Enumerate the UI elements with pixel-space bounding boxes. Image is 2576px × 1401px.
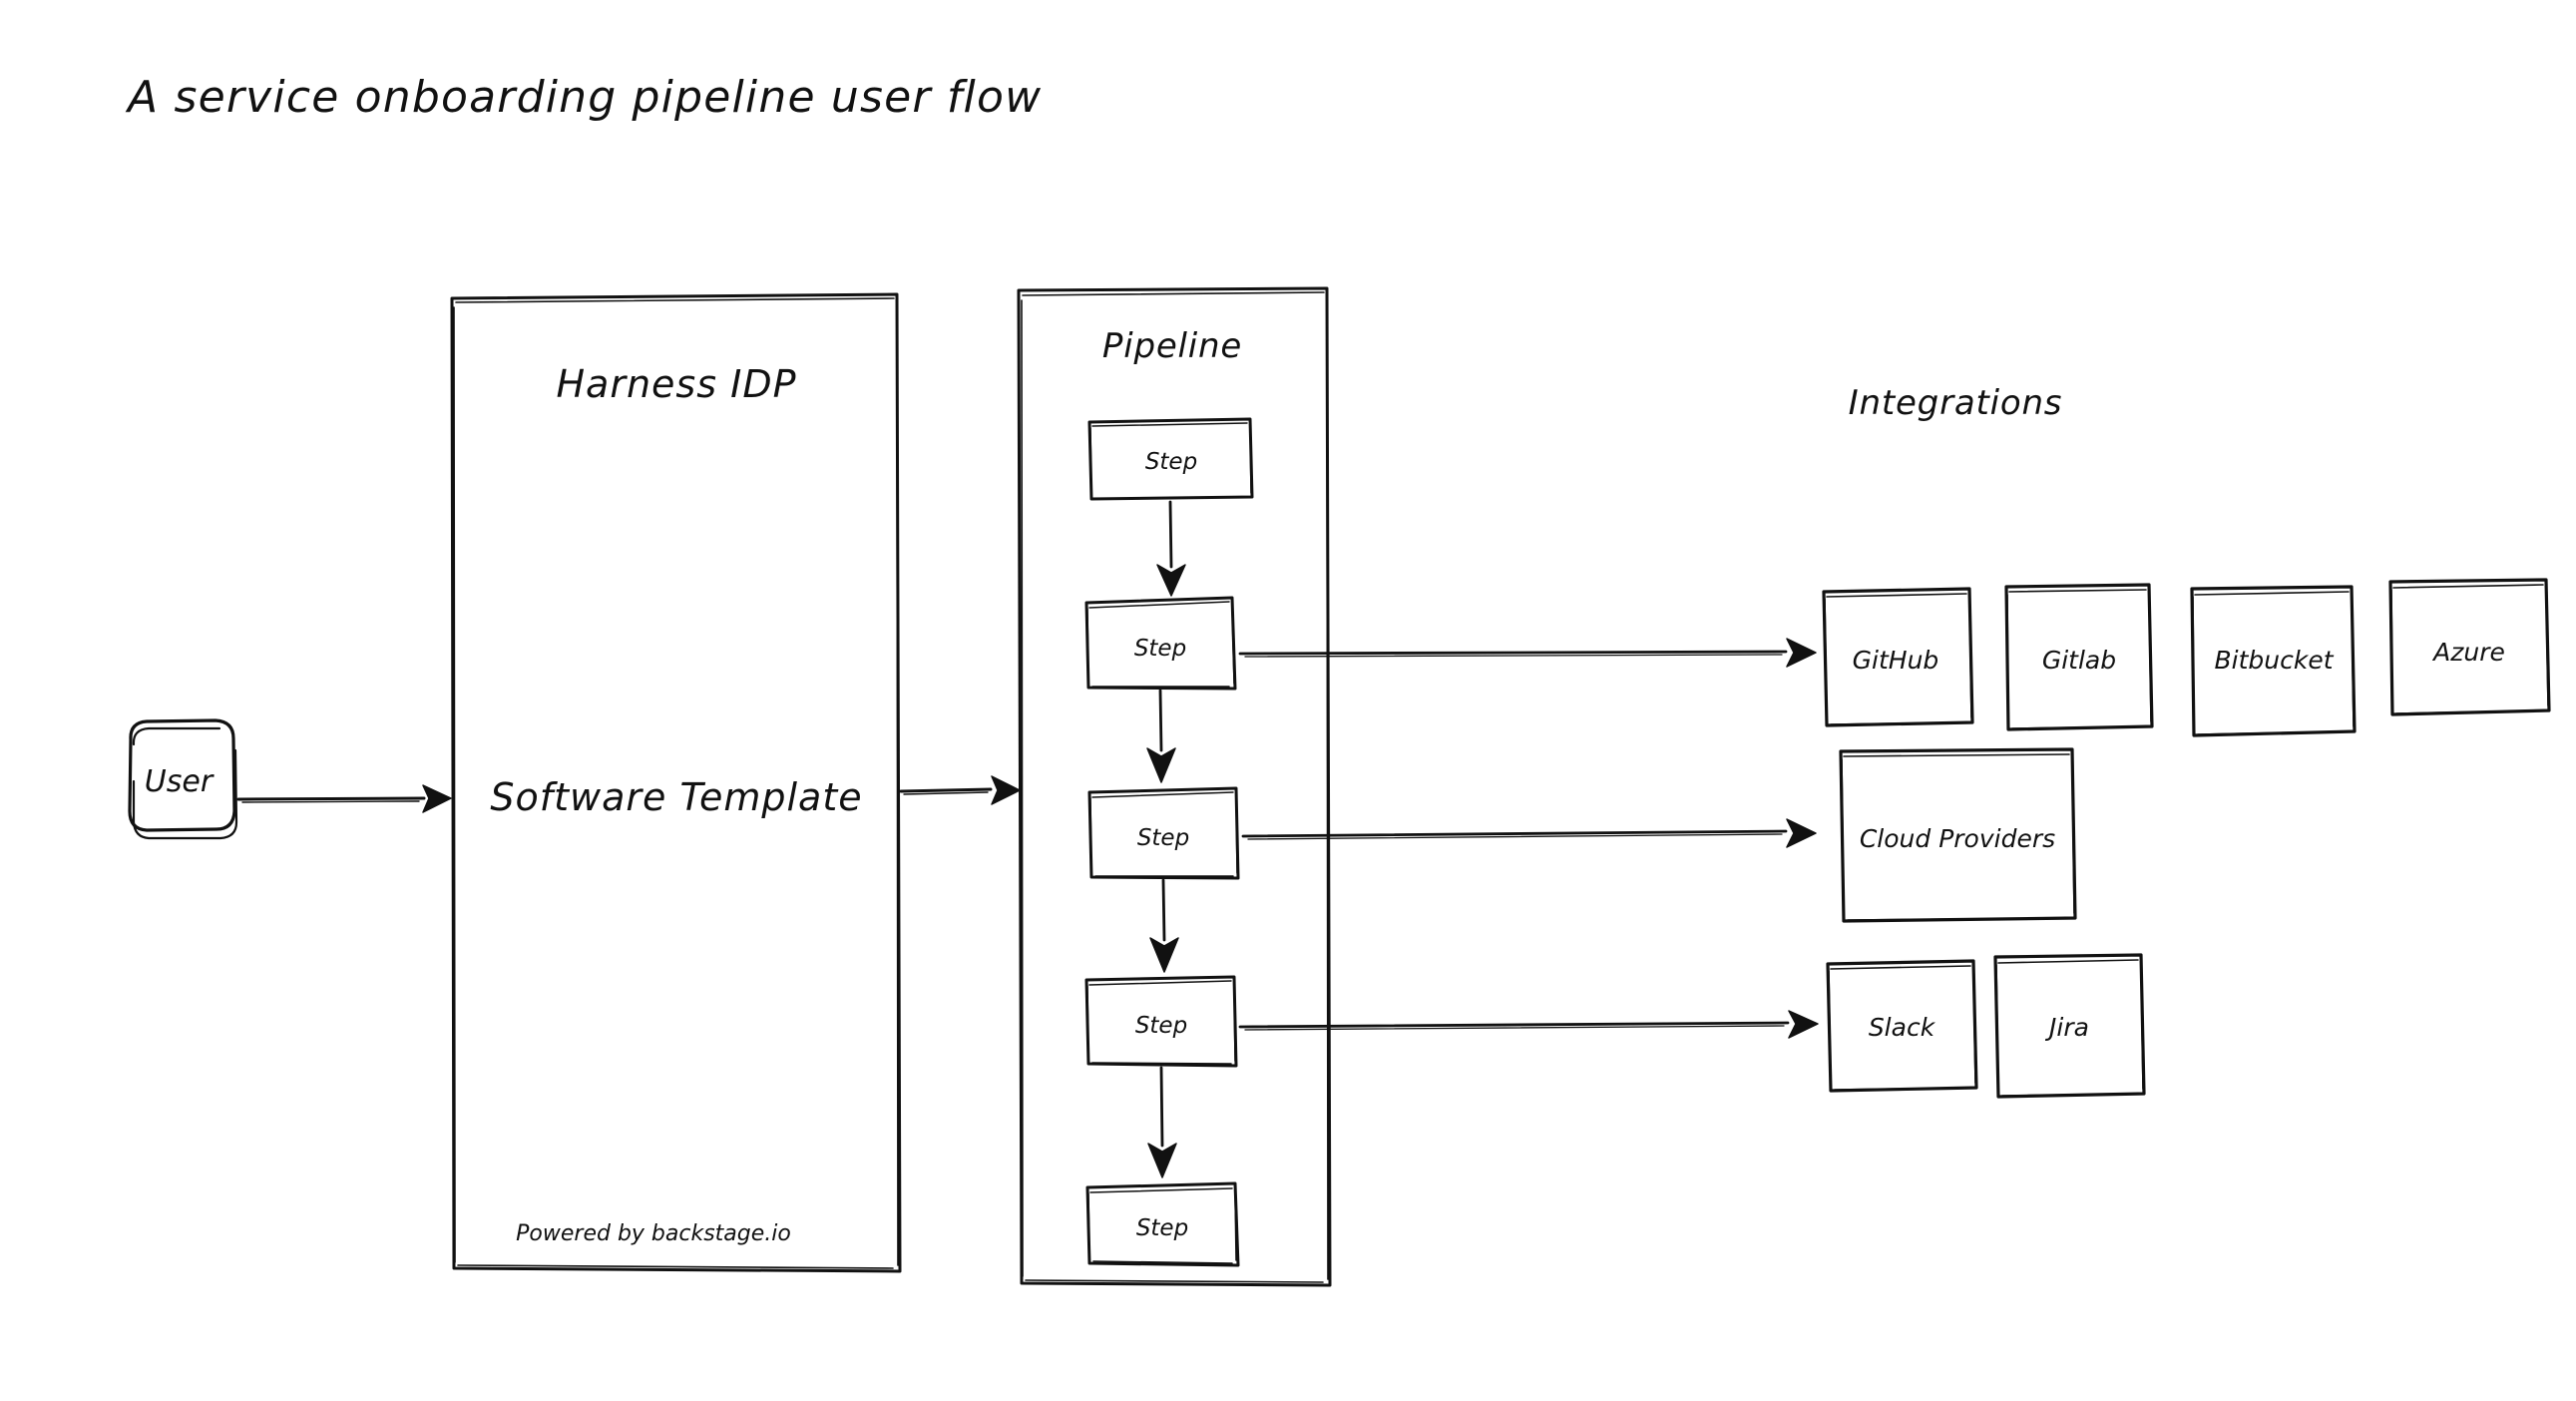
arrow-step3-to-cloud — [1241, 818, 1817, 848]
arrow-user-to-idp — [236, 784, 452, 813]
arrow-step2-to-scm — [1238, 638, 1817, 668]
integration-gitlab[interactable]: Gitlab — [2004, 583, 2154, 731]
arrow-step3-to-step4 — [1149, 878, 1179, 973]
integration-cloud-providers[interactable]: Cloud Providers — [1839, 747, 2077, 923]
pipeline-step-2-label: Step — [1134, 636, 1186, 662]
integration-github-label: GitHub — [1853, 646, 1939, 675]
backstage-footer: Powered by backstage.io — [516, 1221, 791, 1246]
arrow-step4-to-collab — [1238, 1010, 1819, 1039]
arrow-step4-to-step5 — [1147, 1066, 1177, 1178]
integration-azure[interactable]: Azure — [2388, 578, 2551, 716]
pipeline-step-1-label: Step — [1145, 449, 1197, 475]
integration-jira[interactable]: Jira — [1993, 953, 2146, 1099]
pipeline-step-4[interactable]: Step — [1084, 975, 1238, 1068]
pipeline-title: Pipeline — [1102, 326, 1242, 366]
page-title: A service onboarding pipeline user flow — [125, 72, 1042, 123]
harness-idp-title: Harness IDP — [556, 362, 796, 406]
pipeline-step-5[interactable]: Step — [1085, 1181, 1240, 1267]
pipeline-step-5-label: Step — [1136, 1215, 1188, 1241]
integration-bitbucket-label: Bitbucket — [2214, 646, 2334, 675]
arrow-step2-to-step3 — [1146, 689, 1176, 783]
integration-slack-label: Slack — [1869, 1013, 1936, 1042]
integration-slack[interactable]: Slack — [1826, 959, 1978, 1093]
software-template-label: Software Template — [490, 775, 862, 819]
user-node[interactable]: User — [128, 718, 238, 840]
pipeline-step-3[interactable]: Step — [1087, 786, 1240, 880]
pipeline-step-2[interactable]: Step — [1084, 596, 1237, 691]
pipeline-step-3-label: Step — [1137, 825, 1189, 851]
harness-idp-container[interactable]: Harness IDP Software Template Powered by… — [450, 292, 902, 1273]
pipeline-step-4-label: Step — [1135, 1013, 1187, 1039]
pipeline-step-1[interactable]: Step — [1087, 417, 1254, 501]
integration-gitlab-label: Gitlab — [2042, 646, 2116, 675]
integration-jira-label: Jira — [2044, 1013, 2089, 1042]
user-node-label: User — [145, 764, 215, 799]
arrow-idp-to-pipeline — [899, 775, 1021, 805]
integration-cloud-providers-label: Cloud Providers — [1860, 824, 2055, 853]
integration-github[interactable]: GitHub — [1822, 587, 1974, 727]
integration-azure-label: Azure — [2431, 638, 2505, 667]
integration-bitbucket[interactable]: Bitbucket — [2190, 585, 2357, 737]
arrow-step1-to-step2 — [1156, 500, 1186, 597]
integrations-title: Integrations — [1849, 383, 2063, 423]
